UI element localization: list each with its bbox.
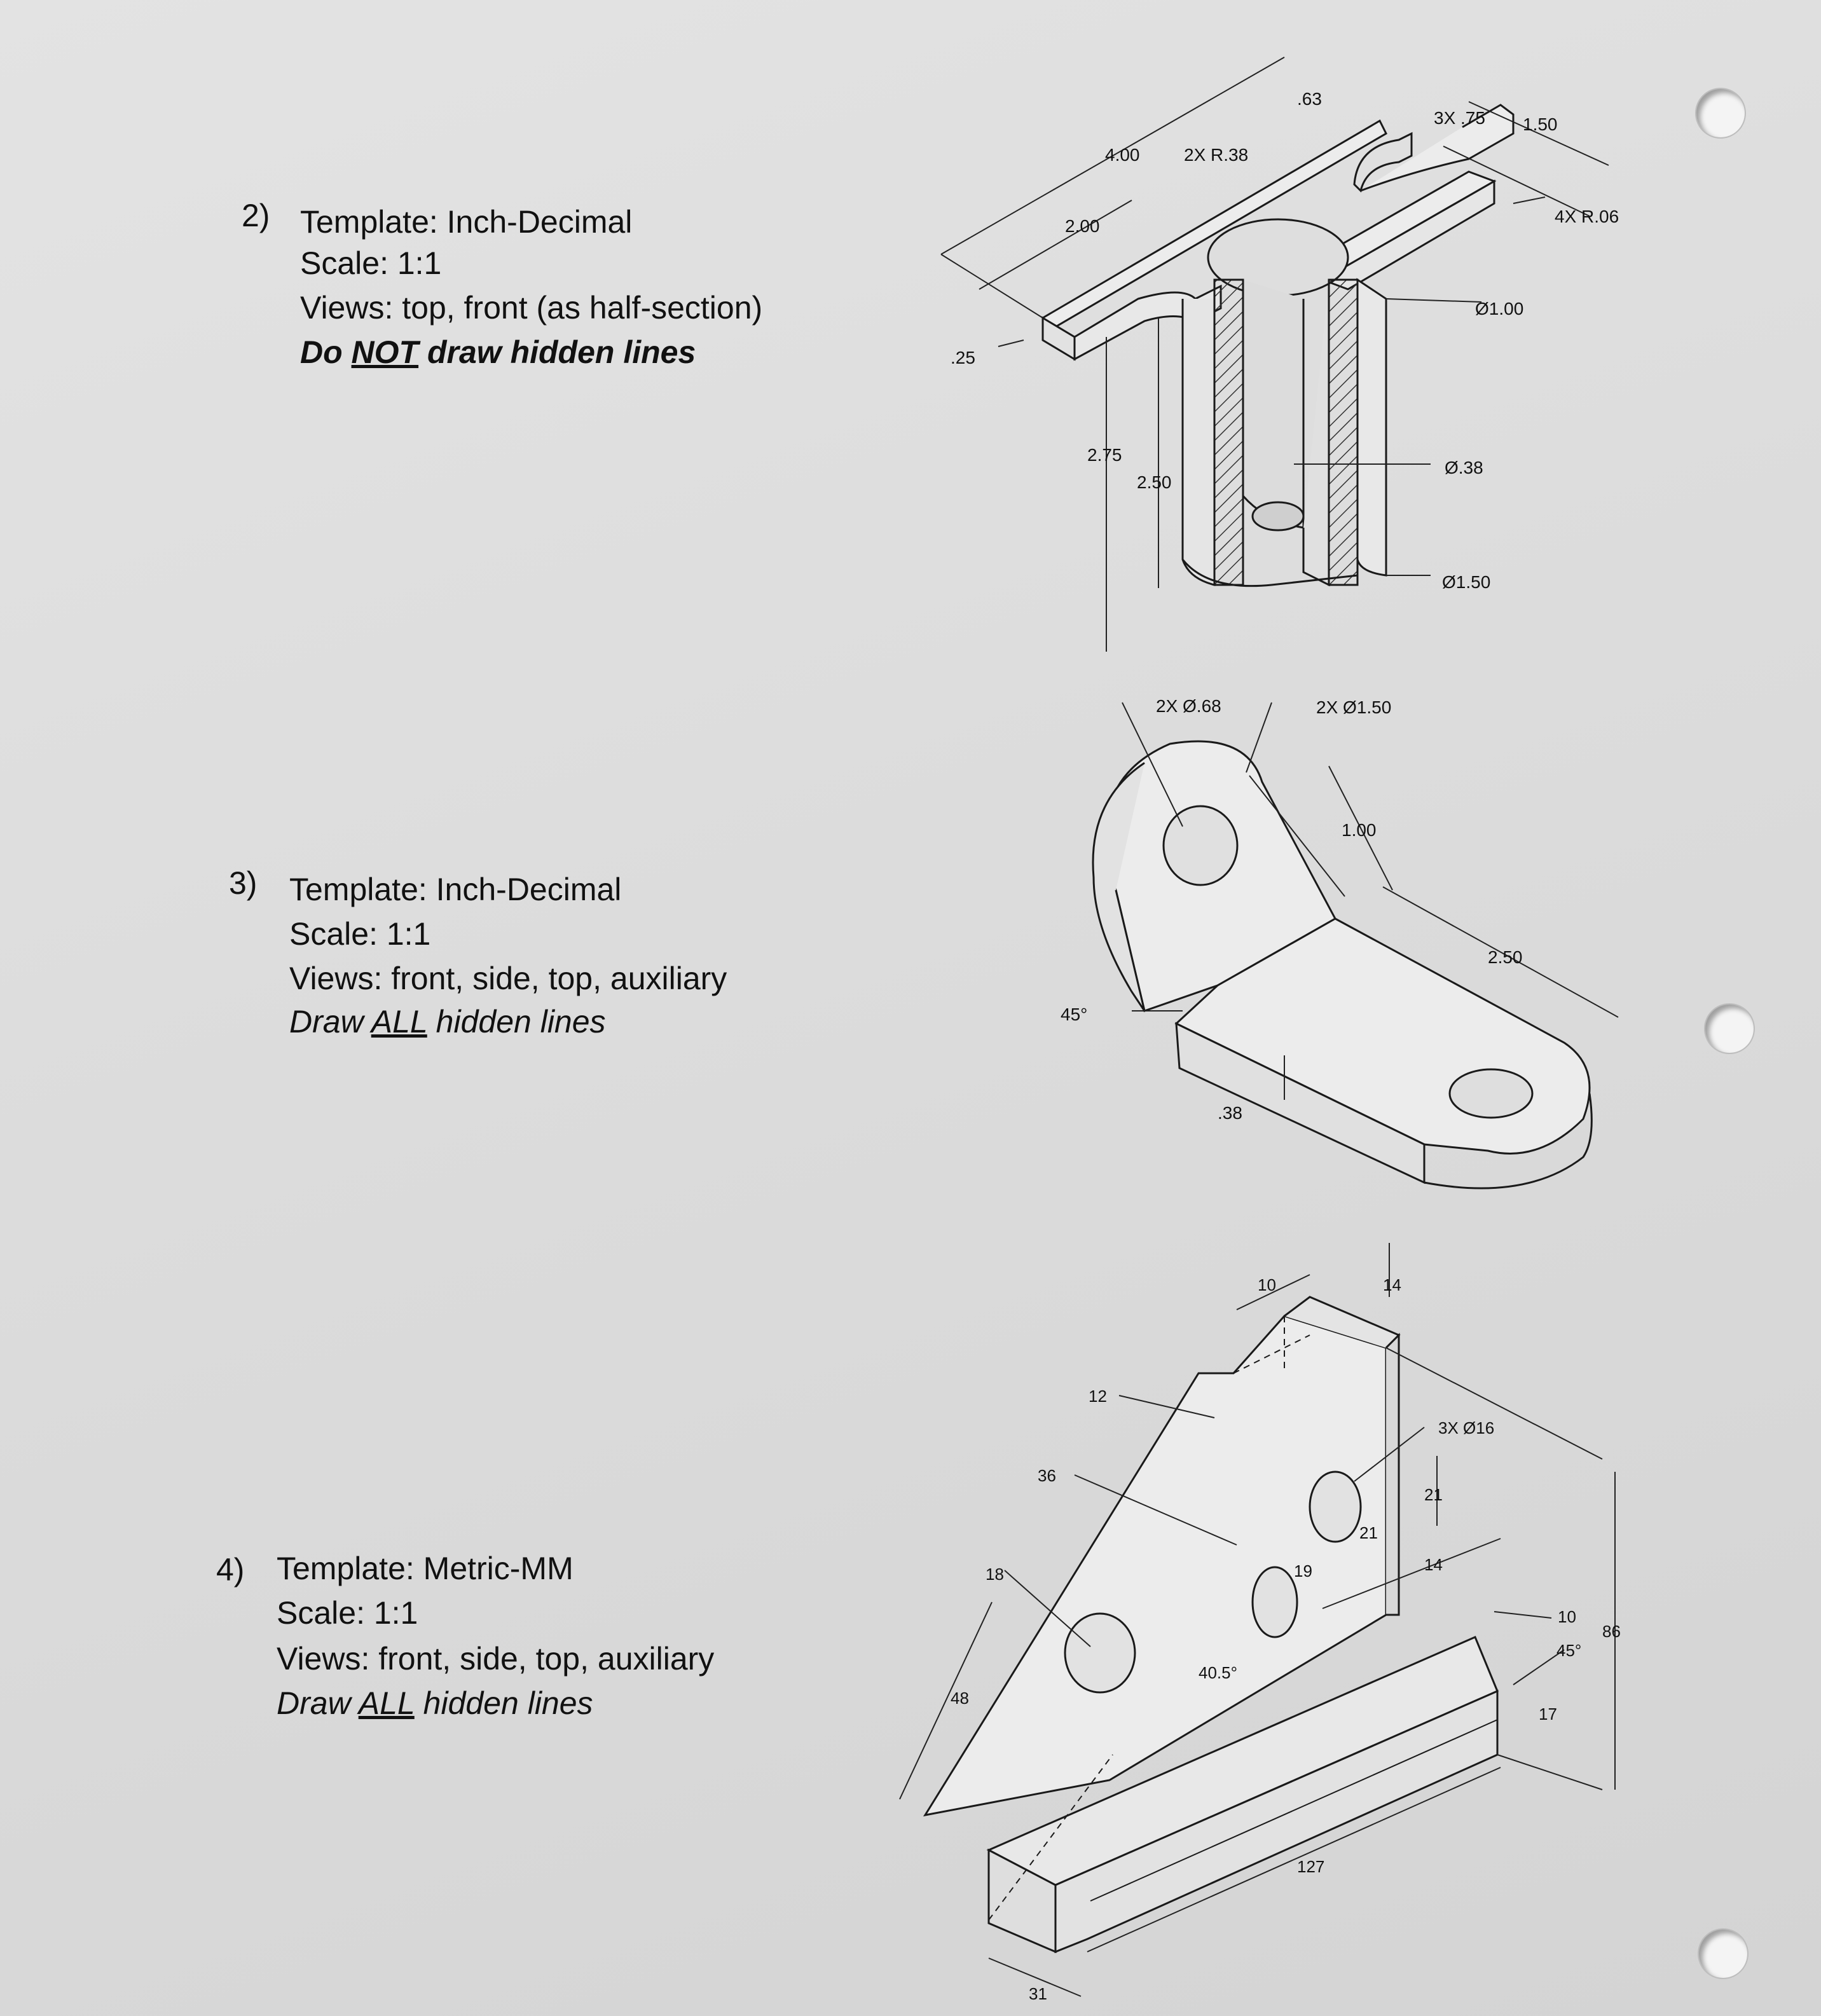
dim-label: 1.00 [1342,820,1377,840]
bracket-plate-right [1320,179,1495,291]
dim-label: 3X .75 [1434,108,1485,128]
emphasis-word: ALL [371,1004,427,1039]
problem-number: 2) [242,198,270,233]
views-line: Views: front, side, top, auxiliary [277,1641,715,1677]
binder-hole-top [1696,89,1745,137]
drawing-1-bracket [1041,104,1515,587]
emphasis-word: NOT [351,334,419,370]
support-hole-1 [1064,1612,1136,1694]
bottom-bore [1251,501,1305,531]
dim-label: .63 [1297,89,1322,109]
dim-label: 10 [1558,1607,1576,1626]
support-hole-3 [1309,1471,1362,1543]
scale-line: Scale: 1:1 [300,245,442,281]
dim-label: 10 [1258,1275,1276,1294]
scale-line: Scale: 1:1 [289,916,431,952]
dim-label: 2X Ø1.50 [1316,697,1391,717]
section-hatch-left [1213,278,1244,586]
dim-label: 2X Ø.68 [1156,696,1221,716]
dim-label: 4.00 [1105,145,1140,165]
emphasis-word: ALL [358,1685,415,1721]
problem-number: 3) [229,865,258,901]
dim-label: 17 [1539,1704,1557,1724]
dim-label: Ø1.00 [1475,299,1523,319]
dim-label: 2.50 [1137,472,1172,492]
dim-label: 36 [1038,1466,1056,1485]
template-line: Template: Inch-Decimal [289,872,622,907]
link-hole-upper [1162,805,1239,886]
dim-label: 3X Ø16 [1438,1418,1494,1437]
bracket-body-left [1181,299,1216,586]
template-line: Template: Inch-Decimal [300,204,633,240]
link-hole-lower [1448,1068,1534,1119]
drawing-2-dimension-lines [1122,702,1619,1100]
hidden-lines-instruction: Do NOT draw hidden lines [300,334,696,370]
drawing-2-dimension-labels: 2X Ø.68 2X Ø1.50 1.00 2.50 45° .38 [1061,696,1523,1123]
hidden-lines-instruction: Draw ALL hidden lines [277,1685,593,1721]
views-line: Views: front, side, top, auxiliary [289,961,727,996]
dim-label: 2.50 [1488,947,1523,967]
section-hatch-right [1328,278,1359,586]
dim-label: 48 [951,1689,969,1708]
drawing-1-dimension-lines [940,57,1609,652]
dim-label: .25 [951,348,975,367]
dim-label: 45° [1556,1641,1581,1660]
dim-label: 2X R.38 [1184,145,1248,165]
dim-label: .38 [1218,1103,1242,1123]
dim-label: 86 [1602,1622,1621,1641]
dim-label: Ø1.50 [1442,572,1490,592]
drawing-1-dimension-labels: .63 3X .75 1.50 4.00 2X R.38 4X R.06 2.0… [951,89,1619,592]
dim-label: 19 [1294,1561,1312,1581]
drawing-3-dimension-lines [899,1243,1616,1997]
dim-label: 127 [1297,1857,1324,1876]
dim-label: 12 [1089,1387,1107,1406]
binder-hole-bottom [1699,1930,1747,1978]
support-hole-2 [1251,1566,1298,1638]
problem-number: 4) [216,1552,245,1587]
scale-line: Scale: 1:1 [277,1595,418,1631]
hidden-lines-instruction: Draw ALL hidden lines [289,1004,606,1039]
dim-label: 1.50 [1523,114,1558,134]
dim-label: 45° [1061,1005,1087,1024]
template-line: Template: Metric-MM [277,1551,574,1586]
drawing-3-support [923,1296,1499,1954]
dim-label: 2.00 [1065,216,1100,236]
dim-label: 31 [1029,1984,1047,2003]
dim-label: 14 [1383,1275,1401,1294]
dim-label: 40.5° [1199,1663,1237,1682]
drawing-2-link [1092,740,1593,1190]
dim-label: 18 [986,1565,1004,1584]
views-line: Views: top, front (as half-section) [300,290,763,326]
dim-label: 14 [1424,1555,1443,1574]
drawing-3-dimension-labels: 10 14 12 3X Ø16 36 21 21 19 18 14 10 86 … [951,1275,1621,2003]
dim-label: 2.75 [1087,445,1122,465]
dim-label: 21 [1424,1485,1443,1504]
dim-label: Ø.38 [1445,458,1483,477]
dim-label: 21 [1359,1523,1378,1542]
dim-label: 4X R.06 [1555,207,1619,226]
binder-hole-middle [1705,1005,1754,1053]
